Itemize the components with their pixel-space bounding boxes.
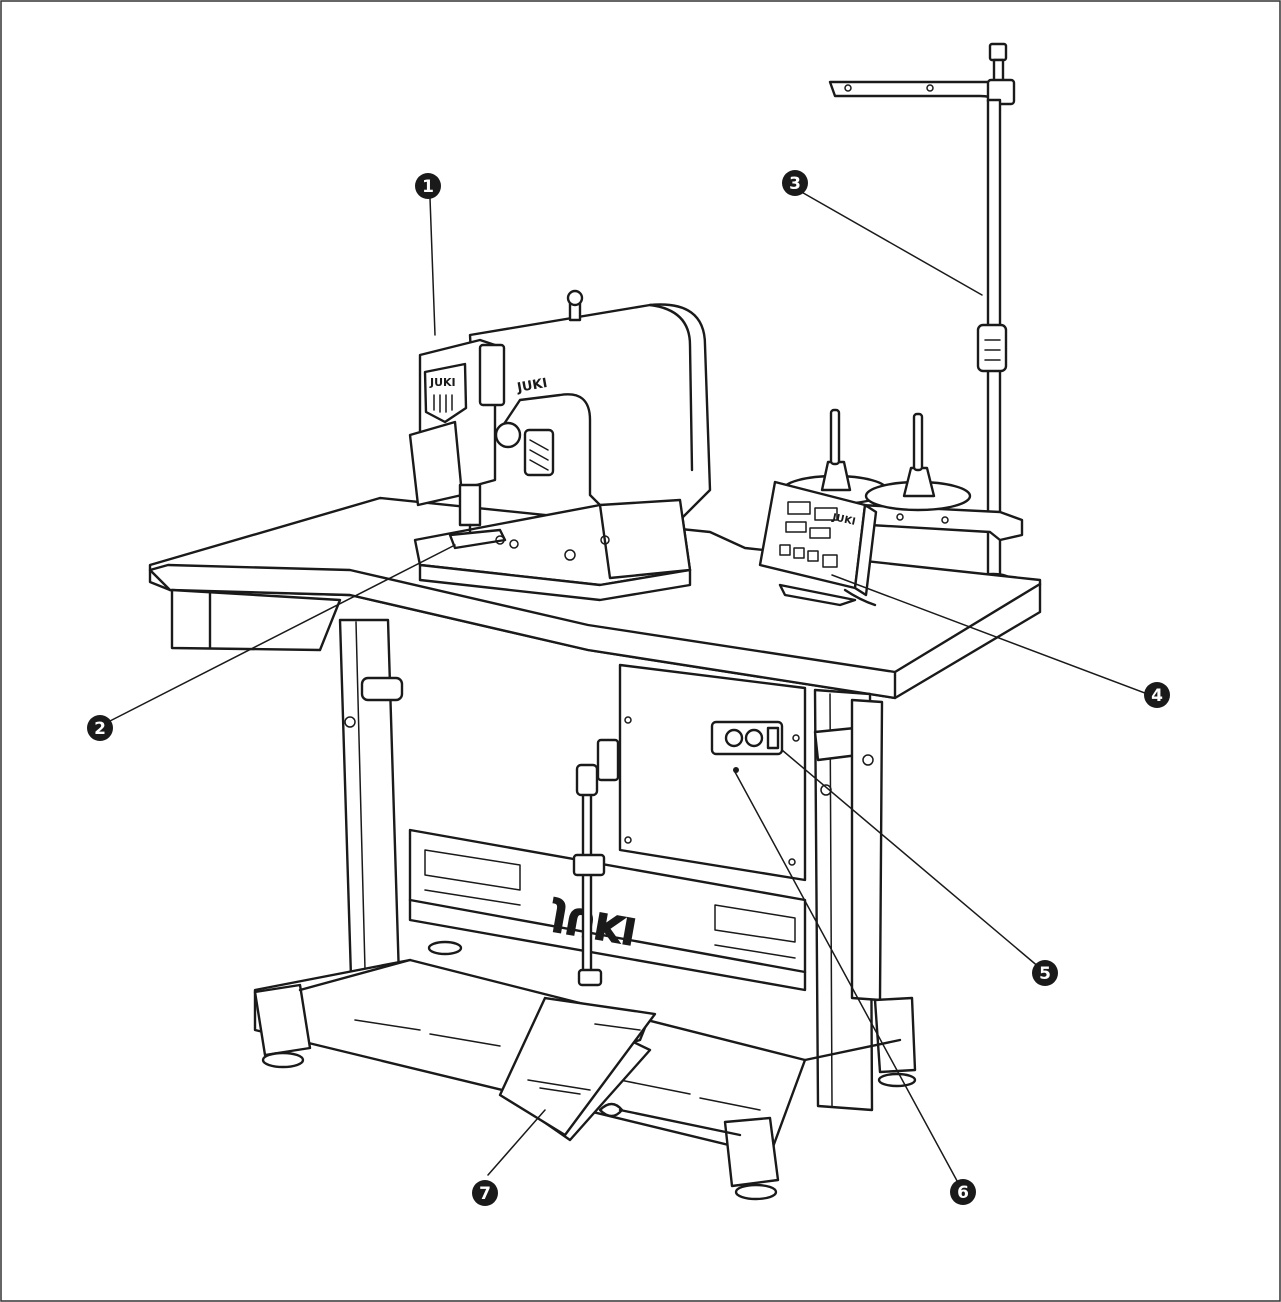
svg-text:1: 1 <box>422 177 434 197</box>
sewing-machine-head: JUKI JUKI <box>408 289 712 602</box>
svg-text:7: 7 <box>479 1184 491 1204</box>
callout-marker-3: 3 <box>782 170 808 196</box>
pedal-assembly <box>498 738 742 1142</box>
operation-panel: JUKI <box>758 480 878 607</box>
thread-stand <box>781 42 1024 588</box>
svg-text:2: 2 <box>94 719 106 739</box>
svg-text:6: 6 <box>957 1183 969 1203</box>
callout-marker-1: 1 <box>415 173 441 199</box>
callout-marker-2: 2 <box>87 715 113 741</box>
callout-marker-5: 5 <box>1032 960 1058 986</box>
control-box <box>618 663 807 882</box>
svg-text:5: 5 <box>1039 964 1051 984</box>
svg-text:4: 4 <box>1151 686 1163 706</box>
panel-logo-text: JUKI <box>830 512 856 528</box>
callout-marker-6: 6 <box>950 1179 976 1205</box>
head-logo-text: JUKI <box>429 376 456 389</box>
svg-text:3: 3 <box>789 174 801 194</box>
leader-lines <box>107 189 1151 1191</box>
arm-logo-text: JUKI <box>515 376 548 396</box>
callout-marker-7: 7 <box>472 1180 498 1206</box>
callout-marker-4: 4 <box>1144 682 1170 708</box>
